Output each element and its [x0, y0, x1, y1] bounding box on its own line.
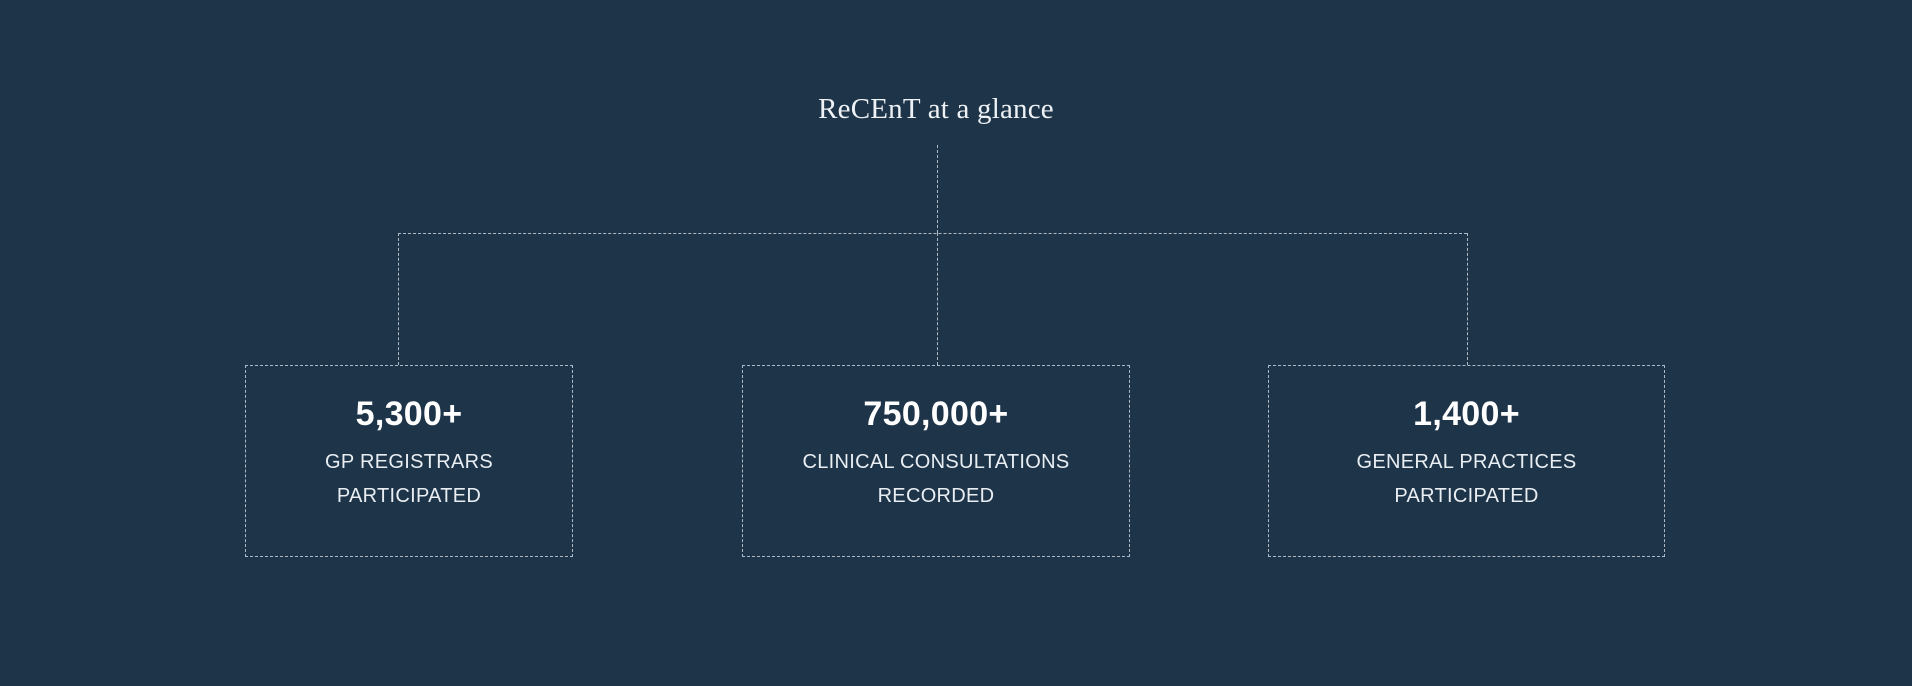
- stat-card-clinical-consultations: 750,000+ CLINICAL CONSULTATIONS RECORDED: [742, 365, 1130, 557]
- connector-line-branch-center: [937, 233, 938, 365]
- stat-label-line-1: GENERAL PRACTICES: [1356, 451, 1577, 473]
- stat-value: 1,400+: [1413, 395, 1520, 433]
- stat-card-gp-registrars: 5,300+ GP REGISTRARS PARTICIPATED: [245, 365, 573, 557]
- stat-value: 5,300+: [355, 395, 463, 433]
- connector-line-title-stem: [937, 145, 938, 233]
- stat-label-line-1: GP REGISTRARS: [324, 451, 493, 473]
- stat-card-general-practices: 1,400+ GENERAL PRACTICES PARTICIPATED: [1268, 365, 1665, 557]
- stat-value: 750,000+: [863, 395, 1009, 433]
- connector-line-branch-right: [1467, 233, 1468, 365]
- connector-line-branch-left: [398, 233, 399, 365]
- stat-label-line-2: PARTICIPATED: [1394, 485, 1539, 507]
- stat-label-line-1: CLINICAL CONSULTATIONS: [802, 451, 1070, 473]
- connector-line-horizontal-bus: [398, 233, 1467, 234]
- stat-label-line-2: RECORDED: [877, 485, 995, 507]
- stat-label-line-2: PARTICIPATED: [336, 485, 482, 507]
- page-title: ReCEnT at a glance: [818, 93, 1054, 125]
